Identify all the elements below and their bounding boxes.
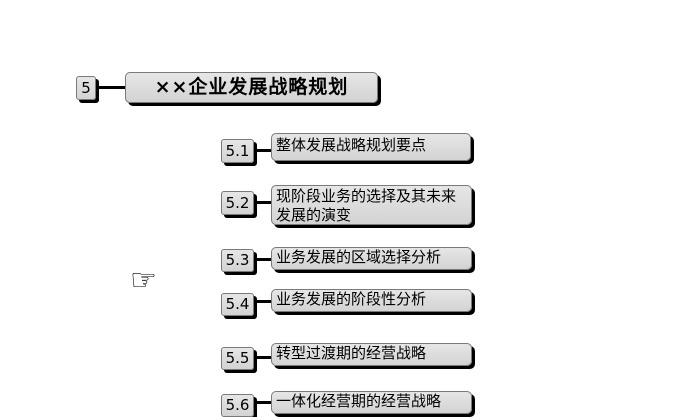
- item-connector: [256, 300, 272, 303]
- item-number-box: 5.1: [221, 139, 254, 163]
- item-text: 业务发展的阶段性分析: [276, 290, 427, 308]
- pointing-hand-icon: ☞: [130, 263, 157, 298]
- item-text: 现阶段业务的选择及其未来发展的演变: [276, 187, 457, 224]
- item-number: 5.3: [225, 251, 250, 269]
- item-number: 5.6: [225, 396, 250, 414]
- item-box: 业务发展的区域选择分析: [271, 247, 472, 270]
- item-number: 5.1: [225, 142, 250, 160]
- item-number-box: 5.6: [221, 394, 254, 417]
- item-text: 整体发展战略规划要点: [276, 136, 427, 154]
- item-box: 转型过渡期的经营战略: [271, 343, 472, 366]
- item-box: 现阶段业务的选择及其未来发展的演变: [271, 185, 472, 225]
- item-text: 转型过渡期的经营战略: [276, 344, 427, 362]
- item-text: 业务发展的区域选择分析: [276, 248, 442, 266]
- section-title: ××企业发展战略规划: [154, 76, 349, 98]
- item-connector: [256, 401, 272, 404]
- item-number-box: 5.5: [221, 347, 254, 370]
- section-number: 5: [81, 79, 91, 97]
- item-box: 整体发展战略规划要点: [271, 133, 471, 161]
- item-text: 一体化经营期的经营战略: [276, 392, 442, 410]
- item-number: 5.4: [225, 295, 250, 313]
- item-connector: [256, 258, 272, 261]
- item-connector: [256, 149, 272, 152]
- item-connector: [256, 356, 272, 359]
- item-number: 5.2: [225, 194, 250, 212]
- item-number-box: 5.2: [221, 191, 254, 215]
- item-box: 业务发展的阶段性分析: [271, 289, 472, 312]
- section-title-box: ××企业发展战略规划: [125, 72, 378, 103]
- section-connector: [98, 86, 125, 89]
- item-connector: [256, 201, 272, 204]
- section-number-box: 5: [76, 76, 96, 100]
- item-box: 一体化经营期的经营战略: [271, 391, 472, 414]
- item-number-box: 5.4: [221, 293, 254, 316]
- item-number: 5.5: [225, 349, 250, 367]
- item-number-box: 5.3: [221, 249, 254, 272]
